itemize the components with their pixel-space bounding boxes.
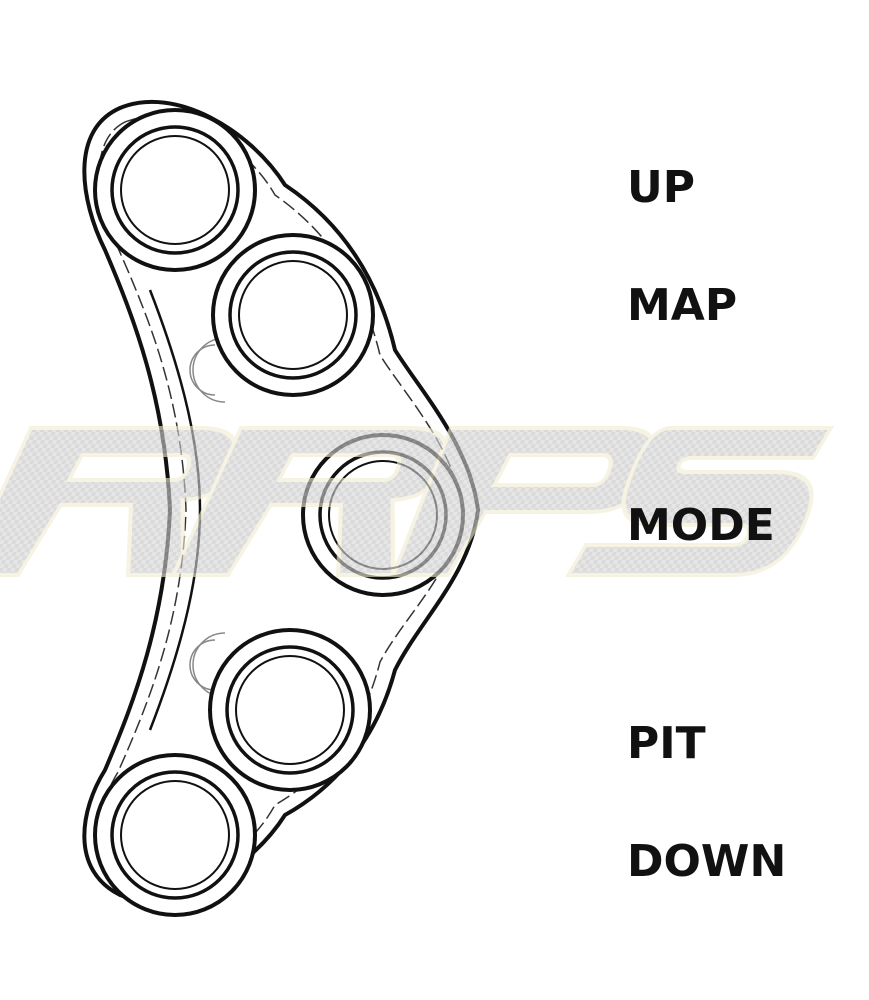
watermark-logo [0, 426, 835, 577]
label-pit: PIT [627, 718, 706, 769]
button-down[interactable] [93, 753, 257, 917]
label-map: MAP [627, 280, 738, 331]
label-up: UP [627, 162, 695, 213]
label-down: DOWN [627, 836, 787, 887]
screw-mark-upper [189, 337, 226, 403]
button-pit[interactable] [208, 628, 372, 792]
label-mode: MODE [627, 500, 775, 551]
watermark-letter-s [564, 426, 835, 577]
button-up[interactable] [93, 108, 257, 272]
panel-inner-outline [98, 116, 463, 886]
button-map[interactable] [211, 233, 375, 397]
panel-inner-arc [148, 289, 202, 731]
